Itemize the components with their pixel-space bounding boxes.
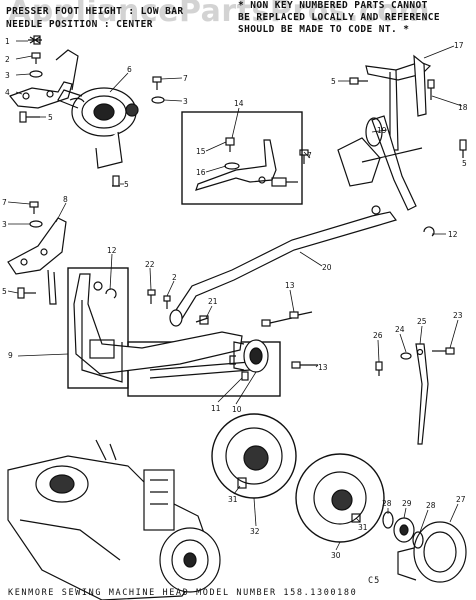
header-non-key-note-line3: SHOULD BE MADE TO CODE NT. * [238, 24, 410, 35]
machine-head-assembly-part [7, 439, 221, 600]
callout-5: 5 [2, 287, 7, 296]
callout-2: 2 [172, 273, 177, 282]
bracket-17-part [365, 54, 432, 151]
lever-19-part [337, 115, 423, 211]
callout-19: 19 [377, 126, 387, 135]
callout-13: 13 [285, 281, 295, 290]
callout-15: 15 [196, 147, 206, 156]
callout-7: 7 [2, 198, 7, 207]
washer-28b-part [412, 531, 424, 549]
screw-1-part [28, 35, 42, 45]
gear-cam-10-part [233, 339, 269, 373]
callout-26: 26 [373, 331, 383, 340]
screw-5c-part [349, 77, 368, 85]
callout-24: 24 [395, 325, 405, 334]
screw-2-part [31, 52, 41, 64]
diagram-code-label: C5 [368, 576, 381, 586]
connecting-rod-20-part [169, 205, 397, 327]
callout-23: 23 [453, 311, 463, 320]
screw-23-part [432, 347, 455, 355]
screw-5a-part [19, 111, 40, 123]
thread-tension-assembly-6-part [57, 87, 139, 169]
screw-13a-part [261, 311, 313, 327]
handwheel-27-part [397, 521, 467, 583]
callout-17: 17 [454, 41, 464, 50]
callout-14: 14 [234, 99, 244, 108]
washer-3c-part [29, 220, 43, 228]
callout-22: 22 [145, 260, 155, 269]
header-non-key-note-line2: BE REPLACED LOCALLY AND REFERENCE [238, 12, 440, 23]
callout-13: 13 [318, 363, 328, 372]
callout-30: 30 [331, 551, 341, 560]
callout-5: 5 [462, 159, 467, 168]
screw-7b-part [299, 149, 309, 164]
presser-bar-guide-8-part [7, 217, 67, 305]
screw-2b-part [163, 295, 171, 309]
callout-8: 8 [63, 195, 68, 204]
watermark-text: AppliancePartsPros.com [8, 0, 431, 29]
screw-5d-part [459, 139, 467, 158]
callout-10: 10 [232, 405, 242, 414]
screw-26-part [375, 361, 383, 376]
callout-5: 5 [331, 77, 336, 86]
clip-12b-part [105, 288, 117, 299]
callout-7: 7 [307, 151, 312, 160]
inset-circle-32-part [211, 413, 297, 499]
callout-1: 1 [5, 37, 10, 46]
callout-25: 25 [417, 317, 427, 326]
header-non-key-note-line1: * NON KEY NUMBERED PARTS CANNOT [238, 0, 428, 11]
screw-7c-part [29, 201, 39, 214]
screw-22-part [147, 289, 156, 304]
screw-21-part [195, 315, 209, 325]
callout-27: 27 [456, 495, 466, 504]
callout-3: 3 [2, 220, 7, 229]
callout-3: 3 [183, 97, 188, 106]
callout-11: 11 [211, 404, 221, 413]
lever-25-part [415, 343, 429, 445]
washer-3-part [29, 70, 43, 78]
washer-3b-part [151, 96, 165, 104]
leader-lines [7, 40, 463, 551]
callout-18: 18 [458, 103, 468, 112]
callout-28: 28 [382, 499, 392, 508]
screw-7a-part [152, 76, 162, 90]
screw-18-part [427, 79, 435, 100]
callout-31: 31 [358, 523, 368, 532]
callout-20: 20 [322, 263, 332, 272]
bushing-29-part [393, 517, 415, 543]
header-needle-position-note: NEEDLE POSITION : CENTER [6, 19, 153, 30]
callout-12: 12 [448, 230, 458, 239]
callout-numbers: 1 2 3 4 5 6 7 3 5 14 15 16 7 5 17 18 19 … [2, 37, 468, 560]
inset-circle-30-part [295, 453, 385, 543]
callout-31: 31 [228, 495, 238, 504]
screw-5e-part [17, 287, 36, 299]
presser-bar-bracket-4-part [9, 49, 79, 109]
callout-7: 7 [183, 74, 188, 83]
zigzag-frame-box-9-part [67, 267, 281, 397]
callout-29: 29 [402, 499, 412, 508]
callout-16: 16 [196, 168, 206, 177]
washer-24-part [400, 352, 412, 360]
clip-12a-part [423, 226, 435, 237]
model-number-footer: KENMORE SEWING MACHINE HEAD MODEL NUMBER… [8, 588, 358, 598]
screw-5b-part [112, 175, 120, 187]
inset-box-14-part [181, 111, 303, 205]
callout-3: 3 [5, 71, 10, 80]
callout-5: 5 [48, 113, 53, 122]
callout-6: 6 [127, 65, 132, 74]
header-presser-foot-note: PRESSER FOOT HEIGHT : LOW BAR [6, 6, 184, 17]
set-screw-11-part [229, 355, 249, 381]
callout-2: 2 [5, 55, 10, 64]
clutch-28a-part [382, 511, 394, 529]
screw-13b-part [291, 361, 318, 369]
callout-12: 12 [107, 246, 117, 255]
callout-28: 28 [426, 501, 436, 510]
callout-32: 32 [250, 527, 260, 536]
callout-9: 9 [8, 351, 13, 360]
callout-5: 5 [124, 180, 129, 189]
callout-21: 21 [208, 297, 218, 306]
callout-4: 4 [5, 88, 10, 97]
